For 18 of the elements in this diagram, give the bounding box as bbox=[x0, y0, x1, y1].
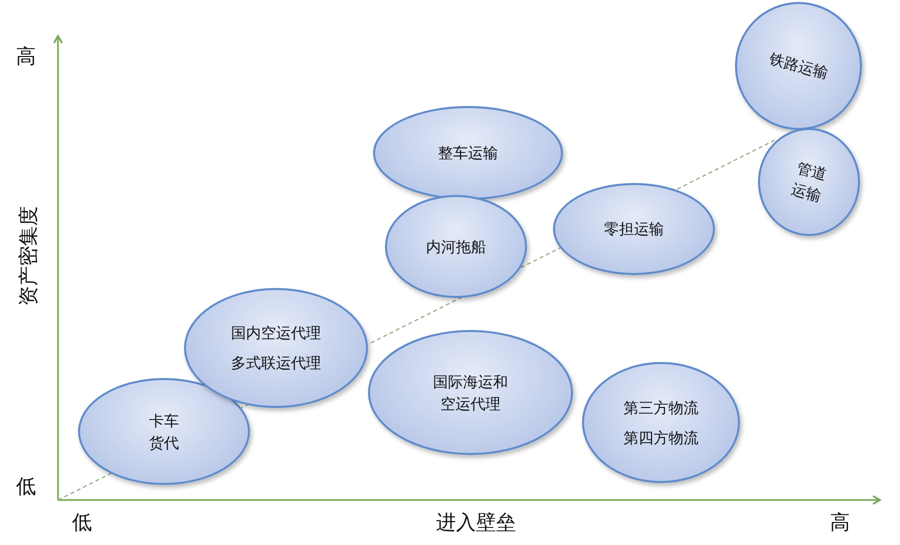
axis-title: 资产密集度 bbox=[16, 206, 40, 306]
axis-title: 进入壁垒 bbox=[436, 510, 516, 534]
axis-level-label: 低 bbox=[72, 510, 92, 534]
ellipse bbox=[758, 128, 860, 236]
ellipse-label: 卡车货代 bbox=[148, 410, 180, 454]
axis-level-label: 低 bbox=[16, 474, 36, 498]
axis-level-label: 高 bbox=[16, 44, 36, 68]
axis-level-label: 高 bbox=[830, 510, 850, 534]
ellipse-label: 内河拖船 bbox=[426, 236, 486, 258]
ellipse-label: 零担运输 bbox=[604, 219, 664, 240]
ellipse-label: 多式联运代理 bbox=[231, 353, 321, 374]
ellipse-label: 第三方物流 bbox=[624, 398, 698, 418]
ellipse-label: 第四方物流 bbox=[624, 428, 698, 448]
ellipse-label: 国际海运和空运代理 bbox=[432, 372, 509, 414]
ellipse-label: 整车运输 bbox=[438, 143, 498, 164]
ellipse-label: 管道运输 bbox=[788, 158, 830, 208]
ellipse-label: 铁路运输 bbox=[766, 48, 830, 84]
ellipse-label: 国内空运代理 bbox=[231, 323, 321, 344]
